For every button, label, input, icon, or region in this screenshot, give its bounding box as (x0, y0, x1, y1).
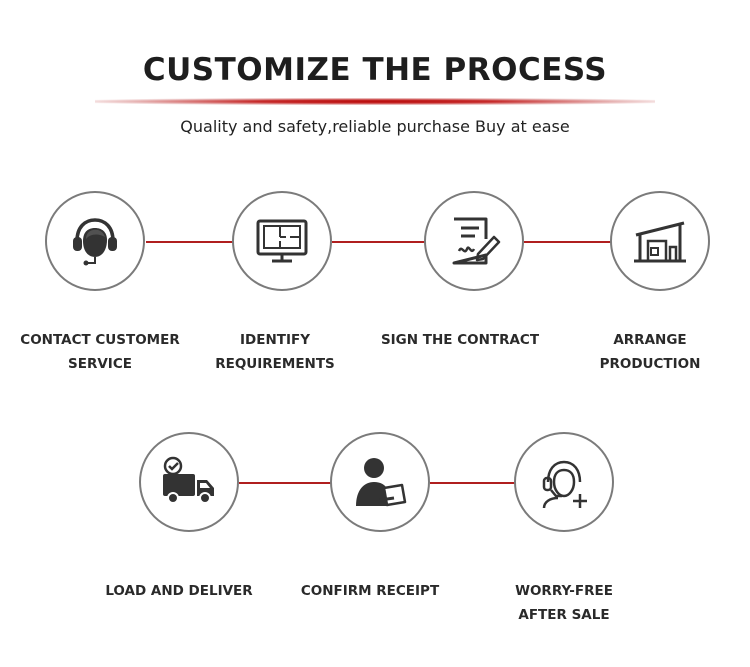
step-arrange-production (610, 191, 710, 291)
page-subtitle: Quality and safety,reliable purchase Buy… (180, 117, 570, 136)
step-confirm-receipt (330, 432, 430, 532)
connector-line (146, 241, 234, 243)
step-label-sign-the-contract: SIGN THE CONTRACT (380, 332, 540, 348)
step-label-confirm-receipt: CONFIRM RECEIPT (300, 583, 440, 599)
step-worry-free-after-sale (514, 432, 614, 532)
step-label-contact-customer-service: CONTACT CUSTOMER SERVICE (20, 332, 180, 372)
connector-line (239, 482, 332, 484)
factory-icon (634, 221, 686, 263)
page-title: CUSTOMIZE THE PROCESS (142, 52, 608, 88)
confirm-receipt-icon (356, 458, 407, 507)
step-label-load-and-deliver: LOAD AND DELIVER (105, 583, 253, 599)
step-sign-the-contract (424, 191, 524, 291)
step-identify-requirements (232, 191, 332, 291)
support-agent-icon (542, 460, 587, 509)
connector-line (430, 482, 516, 484)
headset-agent-icon (73, 218, 117, 266)
monitor-blueprint-icon (256, 219, 308, 263)
step-label-arrange-production: ARRANGE PRODUCTION (599, 332, 701, 372)
step-contact-customer-service (45, 191, 145, 291)
connector-line (524, 241, 612, 243)
delivery-truck-icon (163, 456, 214, 504)
connector-line (332, 241, 426, 243)
step-label-identify-requirements: IDENTIFY REQUIREMENTS (215, 332, 335, 372)
step-load-and-deliver (139, 432, 239, 532)
title-underline (95, 98, 655, 105)
step-label-worry-free-after-sale: WORRY-FREE AFTER SALE (515, 583, 613, 623)
contract-sign-icon (452, 217, 501, 265)
